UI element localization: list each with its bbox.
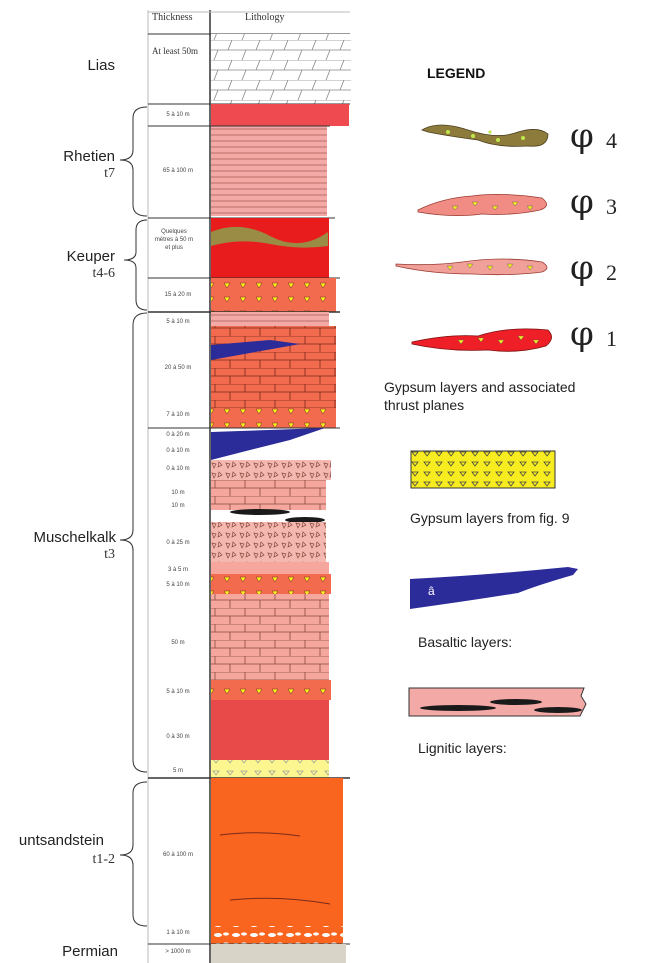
legend-gypsum-1-shape — [408, 320, 558, 360]
thickness-mk-14: 0 à 30 m — [148, 734, 208, 740]
thickness-mk-5: 0 à 10 m — [148, 448, 208, 454]
layer-mk-limestone-pink-2 — [211, 594, 329, 680]
thickness-keuper-lower: 15 à 20 m — [148, 292, 208, 298]
layer-buntsandstein — [211, 778, 343, 926]
layer-lias — [211, 34, 351, 104]
thickness-mk-8: 10 m — [148, 503, 208, 509]
thickness-rhetien-top: 5 à 10 m — [148, 112, 208, 118]
layer-mk-gypsum-2 — [211, 574, 331, 594]
thickness-mk-1: 5 à 10 m — [148, 319, 208, 325]
legend-phi-4: φ — [570, 116, 594, 156]
legend-phi-1: φ — [570, 314, 594, 354]
layer-mk-gypsum — [211, 408, 336, 428]
layer-bunt-conglomerate — [211, 926, 343, 944]
legend-basalt-mark: â — [428, 584, 435, 598]
thickness-mk-13: 5 à 10 m — [148, 689, 208, 695]
legend-basalt-label: Basaltic layers: — [418, 634, 512, 650]
layer-mk-gypsum-3 — [211, 680, 331, 700]
stratigraphic-column — [140, 0, 360, 963]
layer-mk-1 — [211, 312, 329, 326]
thickness-rhetien: 65 à 100 m — [148, 168, 208, 174]
thickness-mk-10: 3 à 5 m — [148, 567, 208, 573]
layer-mk-lignite-1 — [230, 509, 290, 515]
thickness-mk-12: 50 m — [148, 640, 208, 646]
layer-keuper-gypsum — [211, 278, 336, 312]
layer-mk-breccia-1 — [211, 460, 331, 480]
thickness-mk-7: 10 m — [148, 490, 208, 496]
thickness-permian: > 1000 m — [148, 949, 208, 955]
thickness-mk-3: 7 à 10 m — [148, 412, 208, 418]
legend-level-1: 1 — [606, 326, 617, 352]
legend-level-4: 4 — [606, 128, 617, 154]
legend-gypsum-fig9-label: Gypsum layers from fig. 9 — [410, 510, 570, 526]
thickness-mk-2: 20 à 50 m — [148, 365, 208, 371]
thickness-mk-4: 0 à 20 m — [148, 432, 208, 438]
layer-rhetien-top — [211, 104, 349, 126]
legend-phi-3: φ — [570, 182, 594, 222]
stage-braces — [0, 0, 150, 963]
legend-gypsum-thrust-label: Gypsum layers and associated thrust plan… — [384, 378, 604, 414]
thickness-mk-15: 5 m — [148, 768, 208, 774]
legend-gypsum-fig9-swatch — [410, 450, 556, 490]
legend-gypsum-3-shape — [412, 188, 557, 226]
layer-mk-red-lower — [211, 700, 329, 760]
legend-level-2: 2 — [606, 260, 617, 286]
legend-gypsum-2-shape — [392, 252, 557, 286]
legend-gypsum-4-shape — [418, 118, 558, 158]
layer-mk-pink-thin — [211, 562, 329, 574]
thickness-bunt-congl: 1 à 10 m — [148, 930, 208, 936]
layer-mk-limestone-upper — [211, 326, 336, 408]
legend-level-3: 3 — [606, 194, 617, 220]
legend-lignite-swatch — [408, 686, 588, 720]
legend-title: LEGEND — [427, 65, 485, 81]
layer-permian — [211, 944, 346, 963]
legend-lignite-label: Lignitic layers: — [418, 740, 507, 756]
thickness-bunt: 60 à 100 m — [148, 852, 208, 858]
layer-mk-breccia-2 — [211, 522, 326, 562]
layer-mk-basalt-lower — [211, 428, 325, 460]
legend-phi-2: φ — [570, 248, 594, 288]
layer-rhetien — [211, 126, 327, 216]
thickness-lias: At least 50m — [152, 46, 208, 56]
layer-keuper-red — [211, 218, 329, 278]
layer-mk-limestone-pink-1 — [211, 480, 326, 510]
thickness-mk-9: 0 à 25 m — [148, 540, 208, 546]
layer-mk-gypsum-base — [211, 760, 329, 778]
thickness-keuper-upper: Quelques mètres à 50 m et plus — [154, 228, 194, 252]
thickness-mk-6: 0 à 10 m — [148, 466, 208, 472]
thickness-mk-11: 5 à 10 m — [148, 582, 208, 588]
